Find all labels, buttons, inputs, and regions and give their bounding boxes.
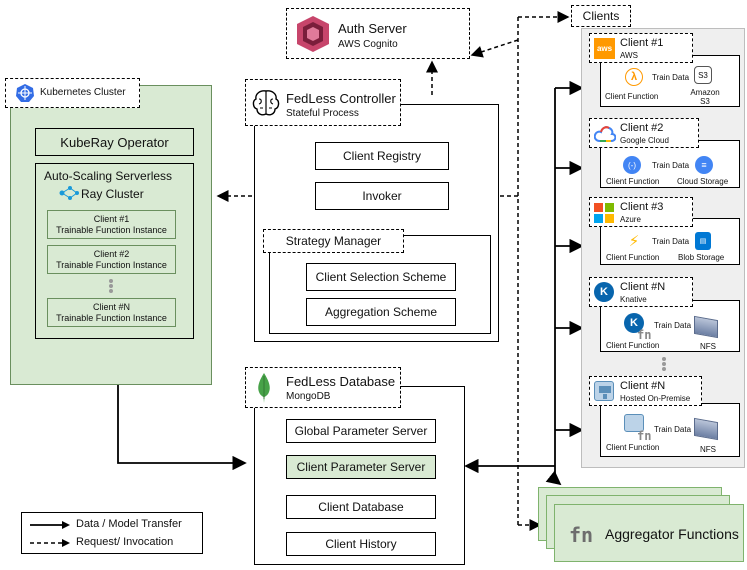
legend-solid-label: Data / Model Transfer [76, 518, 182, 530]
aggregator-label: Aggregator Functions [605, 526, 739, 542]
client-5-provider: Hosted On-Premise [620, 394, 691, 403]
client-5-train: Train Data [654, 425, 692, 434]
client-3-function: Client Function [606, 253, 660, 262]
to-agg [545, 470, 562, 486]
auth-subtitle: AWS Cognito [338, 39, 398, 50]
azure-icon [594, 203, 614, 223]
cloud-function-icon: (-) [623, 156, 641, 174]
client-3-label-box: Client #3 Azure [589, 197, 693, 227]
client-1-function: Client Function [605, 92, 659, 101]
client-4-store: NFS [700, 342, 716, 351]
k8s-label-box: Kubernetes Cluster [5, 78, 140, 108]
cloud-storage-icon: ≡ [695, 156, 713, 174]
client-4-provider: Knative [620, 295, 647, 304]
s3-icon: S3 [694, 66, 712, 84]
knative-fn-glyph: fn [637, 328, 652, 342]
instance-ellipsis [108, 278, 114, 296]
strategy-label: Strategy Manager [263, 229, 404, 253]
client-2-store: Cloud Storage [677, 177, 729, 186]
client-1-provider: AWS [620, 51, 638, 60]
client-5-title: Client #N [620, 380, 666, 392]
database-subtitle: MongoDB [286, 391, 331, 402]
client-4-label-box: K Client #N Knative [589, 277, 693, 307]
client-3-store: Blob Storage [678, 253, 725, 262]
instance-2-title: Client #2 [93, 249, 130, 259]
fn-icon: fn [569, 523, 594, 547]
client-4-train: Train Data [654, 321, 692, 330]
brain-icon [252, 90, 280, 116]
knative-function-icon: K [624, 313, 644, 333]
aggregation-scheme: Aggregation Scheme [306, 298, 456, 326]
legend-solid-line [30, 521, 70, 529]
instance-1-subtitle: Trainable Function Instance [56, 225, 167, 235]
on-premise-icon [594, 381, 614, 401]
client-history: Client History [286, 532, 436, 556]
ray-title-2: Ray Cluster [81, 187, 144, 201]
controller-title: FedLess Controller [286, 91, 396, 106]
client-1-train: Train Data [652, 73, 690, 82]
client-registry: Client Registry [315, 142, 449, 170]
blob-storage-icon: ▤ [695, 232, 711, 250]
client-2-label-box: Client #2 Google Cloud [589, 118, 699, 148]
client-5-function: Client Function [606, 443, 660, 452]
ray-icon [59, 186, 79, 200]
client-5-store: NFS [700, 445, 716, 454]
instance-1-title: Client #1 [93, 214, 130, 224]
kubernetes-icon [16, 84, 34, 102]
client-parameter-server: Client Parameter Server [286, 455, 436, 479]
client-4-title: Client #N [620, 281, 666, 293]
instance-n-subtitle: Trainable Function Instance [56, 313, 167, 323]
google-cloud-icon [594, 126, 616, 142]
client-1-store: Amazon S3 [690, 88, 720, 106]
client-selection-scheme: Client Selection Scheme [306, 263, 456, 291]
controller-label-box: FedLess Controller Stateful Process [245, 79, 401, 126]
cognito-icon [297, 16, 329, 52]
auth-title: Auth Server [338, 21, 407, 36]
client-2-provider: Google Cloud [620, 136, 669, 145]
client-3-title: Client #3 [620, 201, 664, 213]
client-2-title: Client #2 [620, 122, 664, 134]
instance-2-subtitle: Trainable Function Instance [56, 260, 167, 270]
kuberay-operator: KubeRay Operator [35, 128, 194, 156]
database-title: FedLess Database [286, 374, 396, 389]
client-4-function: Client Function [606, 341, 660, 350]
client-2-train: Train Data [652, 161, 690, 170]
onprem-function-icon [624, 414, 644, 432]
ray-title-1: Auto-Scaling Serverless [44, 169, 173, 183]
client-5-label-box: Client #N Hosted On-Premise [589, 376, 702, 406]
k8s-label: Kubernetes Cluster [40, 87, 126, 98]
legend-dashed-line [30, 539, 70, 547]
client-1-card [600, 55, 740, 107]
invoker: Invoker [315, 182, 449, 210]
ray-instance-1: Client #1 Trainable Function Instance [47, 210, 176, 239]
legend-dashed-label: Request/ Invocation [76, 536, 174, 548]
legend: Data / Model Transfer Request/ Invocatio… [21, 512, 203, 554]
clients-label: Clients [571, 5, 631, 27]
instance-n-title: Client #N [92, 302, 130, 312]
client-database: Client Database [286, 495, 436, 519]
onprem-fn-glyph: fn [637, 429, 652, 443]
database-label-box: FedLess Database MongoDB [245, 367, 401, 408]
auth-dashed [470, 39, 519, 58]
client-3-train: Train Data [652, 237, 690, 246]
azure-function-icon: ⚡ [628, 233, 640, 250]
knative-icon: K [594, 282, 614, 302]
client-3-provider: Azure [620, 215, 641, 224]
client-2-function: Client Function [606, 177, 660, 186]
auth-server: Auth Server AWS Cognito [286, 8, 470, 59]
ray-instance-2: Client #2 Trainable Function Instance [47, 245, 176, 274]
lambda-icon: λ [625, 68, 643, 86]
controller-subtitle: Stateful Process [286, 108, 359, 119]
clients-ellipsis [661, 356, 667, 374]
aggregator-functions: fn Aggregator Functions [554, 504, 744, 562]
global-parameter-server: Global Parameter Server [286, 419, 436, 443]
aws-icon: aws [594, 38, 615, 59]
ray-instance-n: Client #N Trainable Function Instance [47, 298, 176, 327]
mongodb-icon [258, 373, 270, 403]
client-1-title: Client #1 [620, 37, 664, 49]
client-1-label-box: aws Client #1 AWS [589, 33, 693, 63]
